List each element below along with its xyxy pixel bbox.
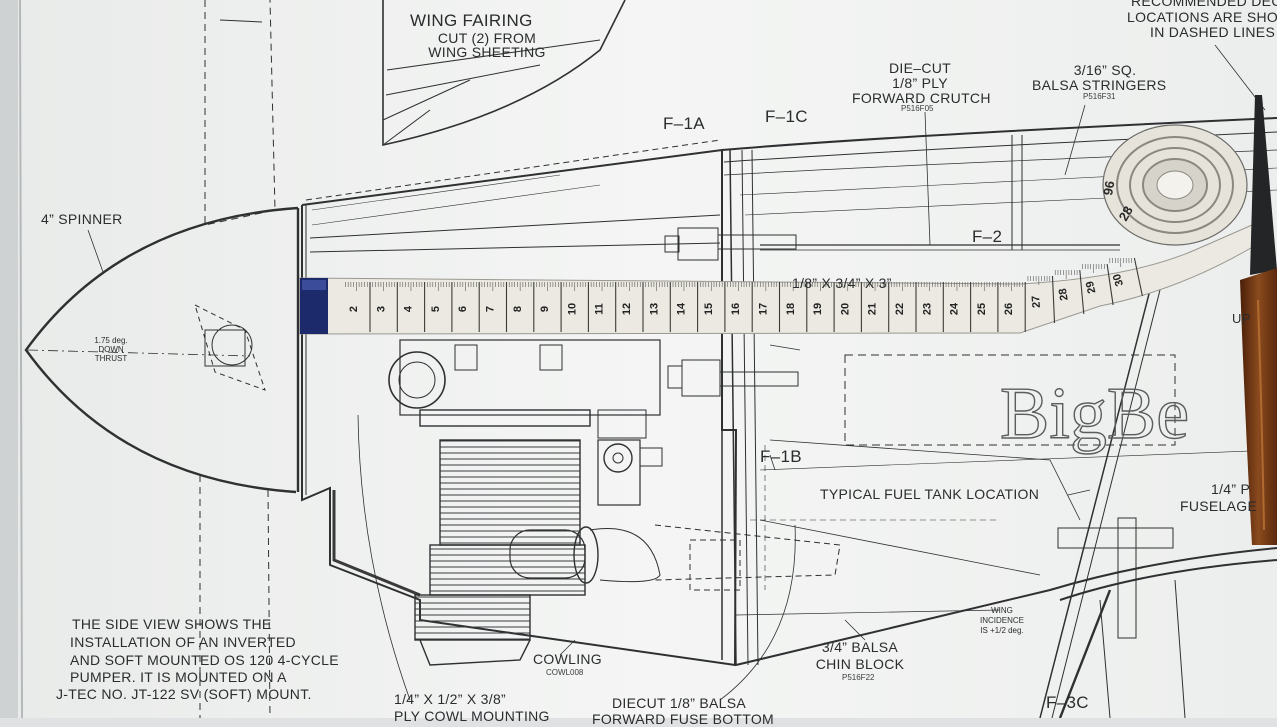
side-view-note-line1: THE SIDE VIEW SHOWS THE [72, 616, 272, 632]
wing-fairing-line3: WING SHEETING [428, 44, 546, 60]
tape-number: 7 [485, 306, 497, 312]
chin-block-line2: CHIN BLOCK [815, 656, 905, 672]
plan-paper [18, 0, 1277, 718]
tape-number: 4 [403, 305, 415, 312]
decal-note-line3: IN DASHED LINES [1150, 24, 1276, 40]
tape-number: 8 [512, 306, 524, 312]
tape-number: 5 [430, 306, 442, 312]
spinner-label: 4” SPINNER [41, 211, 123, 227]
former-f3c: F–3C [1046, 693, 1089, 712]
diecut-line1: DIECUT 1/8” BALSA [612, 695, 746, 711]
tape-number: 29 [1084, 280, 1099, 295]
tape-number: 24 [949, 302, 961, 315]
side-view-note-line4: PUMPER. IT IS MOUNTED ON A [70, 669, 287, 685]
chin-block-part-number: P516F22 [842, 673, 875, 682]
stringers-part-number: P516F31 [1083, 92, 1116, 101]
tape-number: 13 [648, 303, 660, 315]
tape-number: 22 [894, 303, 906, 315]
chin-block-line1: 3/4” BALSA [821, 639, 899, 655]
tape-tick [1106, 263, 1114, 306]
side-view-note-line5: J-TEC NO. JT-122 SV (SOFT) MOUNT. [56, 686, 312, 702]
tape-number: 15 [703, 303, 715, 315]
tape-number: 11 [594, 303, 606, 315]
wing-fairing-line2: CUT (2) FROM [437, 30, 537, 46]
tape-number: 25 [976, 303, 988, 315]
tape-number: 21 [867, 303, 879, 315]
tape-number: 14 [676, 302, 688, 315]
crutch-dimensions: 1/8” X 3/4” X 3” [792, 275, 892, 291]
side-view-note-line2: INSTALLATION OF AN INVERTED [70, 634, 296, 650]
thrust-line3: THRUST [94, 354, 128, 363]
tape-number: 2 [348, 306, 360, 312]
decal-logo: BigBe [1000, 373, 1189, 455]
tape-number: 9 [539, 306, 551, 312]
thrust-line1: 1.75 deg. [94, 336, 128, 345]
side-view-note-line3: AND SOFT MOUNTED OS 120 4-CYCLE [70, 652, 339, 668]
tape-number: 30 [1111, 272, 1126, 287]
tape-tick [1051, 275, 1056, 324]
tape-number: 17 [758, 303, 770, 315]
cowling-label: COWLING [533, 651, 602, 667]
wing-incidence-line3: IS +1/2 deg. [980, 626, 1024, 635]
former-f1c: F–1C [765, 107, 808, 126]
cowling-part-number: COWL008 [546, 668, 584, 677]
tape-number: 6 [457, 306, 469, 312]
tape-number: 3 [375, 306, 387, 312]
tape-number: 20 [839, 303, 851, 315]
tape-number: 23 [921, 303, 933, 315]
decal-note-line1: RECOMMENDED DECA [1131, 0, 1277, 9]
wing-incidence-line2: INCIDENCE [979, 616, 1024, 625]
tape-number: 26 [1003, 303, 1015, 315]
coil-label-28: 28 [1116, 203, 1136, 223]
tape-number: 28 [1057, 287, 1071, 301]
tape-ticks [345, 257, 1143, 332]
tape-number: 18 [785, 303, 797, 315]
crutch-part-number: P516F05 [901, 104, 934, 113]
thrust-line2: DOWN [98, 345, 124, 354]
stringers-line1: 3/16” SQ. [1073, 62, 1137, 78]
coil-label-96: 96 [1100, 180, 1117, 197]
wing-fairing-title: WING FAIRING [410, 11, 533, 30]
up-label: UP [1232, 311, 1251, 326]
craft-knife [1240, 95, 1277, 545]
tape-number: 27 [1030, 295, 1043, 308]
fuel-tank-label: TYPICAL FUEL TANK LOCATION [820, 486, 1040, 502]
cowl-mount-line1: 1/4” X 1/2” X 3/8” [394, 691, 507, 707]
plan-drawing [24, 0, 1277, 718]
former-f2: F–2 [972, 227, 1003, 246]
stringers-line2: BALSA STRINGERS [1032, 77, 1167, 93]
decal-note-line2: LOCATIONS ARE SHO [1127, 9, 1277, 25]
right-ply-label: 1/4” P [1211, 481, 1251, 497]
tape-tick [1079, 269, 1085, 315]
tape-number: 16 [730, 303, 742, 315]
former-f1b: F–1B [760, 447, 802, 466]
tape-number: 19 [812, 303, 824, 315]
tape-number: 12 [621, 303, 633, 315]
fuselage-label: FUSELAGE [1180, 498, 1258, 514]
cowl-mount-line2: PLY COWL MOUNTING [394, 708, 550, 724]
tape-number: 10 [566, 303, 578, 315]
former-f1a: F–1A [663, 114, 705, 133]
tape-tick [1133, 257, 1143, 297]
wing-incidence-line1: WING [991, 606, 1013, 615]
crutch-line2: 1/8” PLY [892, 75, 948, 91]
diecut-line2: FORWARD FUSE BOTTOM [592, 711, 774, 727]
crutch-line1: DIE–CUT [889, 60, 951, 76]
crutch-line3: FORWARD CRUTCH [852, 90, 991, 106]
